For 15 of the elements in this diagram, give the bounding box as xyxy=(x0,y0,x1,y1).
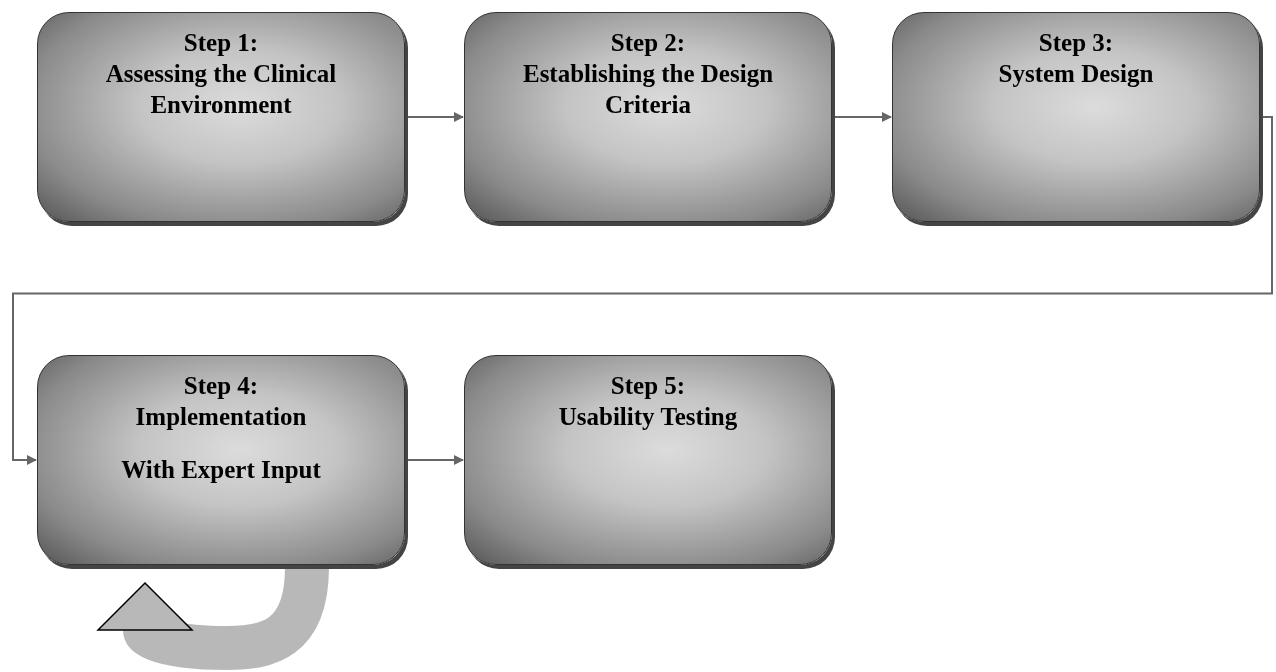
step-text: Usability Testing xyxy=(557,402,739,432)
step-text: System Design xyxy=(997,59,1155,89)
step-text: Establishing the Design Criteria xyxy=(521,59,775,120)
step-heading: Step 1: xyxy=(182,28,260,58)
step-heading: Step 3: xyxy=(1037,28,1115,58)
arrow xyxy=(834,112,892,122)
step-heading: Step 2: xyxy=(609,28,687,58)
step-text: Assessing the Clinical Environment xyxy=(104,59,338,120)
step-heading: Step 5: xyxy=(609,371,687,401)
arrow xyxy=(407,112,464,122)
step-text: Implementation xyxy=(134,402,308,432)
arrow xyxy=(12,116,1273,465)
step-heading: Step 4: xyxy=(182,371,260,401)
step-text: With Expert Input xyxy=(120,455,322,485)
arrow xyxy=(407,455,464,465)
